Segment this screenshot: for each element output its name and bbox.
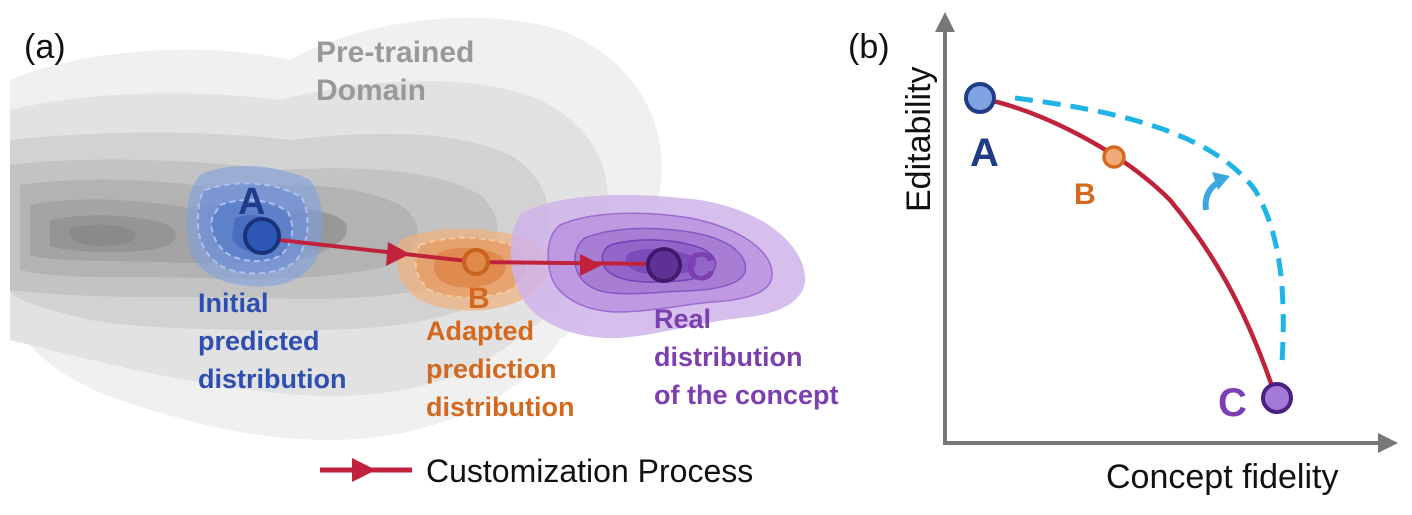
point-b-label: B xyxy=(468,282,490,315)
curve-label-b: B xyxy=(1074,178,1096,211)
point-b-marker xyxy=(462,248,490,276)
real-label-line1: Real xyxy=(654,304,711,334)
curve-point-a xyxy=(964,82,996,114)
legend-label: Customization Process xyxy=(426,453,753,489)
domain-label-line2: Domain xyxy=(316,74,426,107)
adapted-label-line2: prediction xyxy=(426,354,557,384)
panel-a: (a) Pre-trained Domain A B C Initial pre… xyxy=(10,17,839,489)
curve-point-c xyxy=(1261,382,1293,414)
tradeoff-curve xyxy=(979,95,1279,399)
y-axis-label: Editability xyxy=(900,66,938,212)
point-c-marker xyxy=(646,247,682,283)
x-axis-label: Concept fidelity xyxy=(1106,458,1338,496)
panel-b-label: (b) xyxy=(848,28,890,66)
improvement-arrowhead xyxy=(1212,172,1230,190)
path-arrow-2 xyxy=(580,254,602,276)
initial-label-line2: predicted xyxy=(198,326,320,356)
point-c-label: C xyxy=(686,245,715,289)
curve-label-c: C xyxy=(1218,381,1247,425)
domain-label-line1: Pre-trained xyxy=(316,36,474,69)
initial-label-line3: distribution xyxy=(198,364,346,394)
curve-label-a: A xyxy=(970,131,999,175)
path-arrow-1 xyxy=(386,242,410,266)
x-axis-arrow xyxy=(1378,433,1398,453)
real-label-line2: distribution xyxy=(654,342,802,372)
real-label-line3: of the concept xyxy=(654,380,839,410)
adapted-label-line1: Adapted xyxy=(426,316,534,346)
curve-point-b xyxy=(1102,145,1126,169)
legend-arrow xyxy=(352,458,376,482)
panel-a-label: (a) xyxy=(24,28,66,66)
adapted-label-line3: distribution xyxy=(426,392,574,422)
panel-b: (b) Editability Concept fidelity A B C xyxy=(848,12,1398,496)
point-a-label: A xyxy=(238,181,265,223)
initial-label-line1: Initial xyxy=(198,288,269,318)
y-axis-arrow xyxy=(935,12,955,32)
legend: Customization Process xyxy=(320,453,753,489)
improved-curve xyxy=(1014,95,1286,363)
point-a-marker xyxy=(243,217,281,255)
